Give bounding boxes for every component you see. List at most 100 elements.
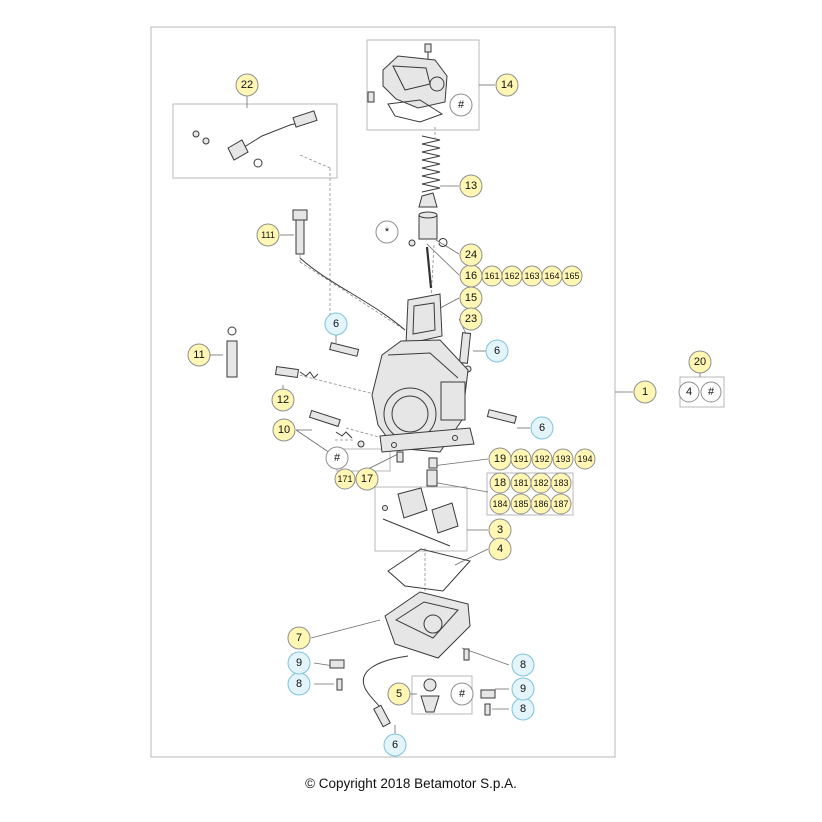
cable-kit-frame — [172, 103, 338, 179]
callout-9-right: 9 — [511, 677, 535, 701]
callout-184: 184 — [489, 493, 511, 515]
svg-text:#: # — [708, 386, 715, 398]
svg-text:185: 185 — [513, 499, 528, 509]
svg-text:20: 20 — [694, 356, 706, 368]
stud-right — [486, 409, 517, 424]
svg-text:187: 187 — [553, 499, 568, 509]
svg-text:3: 3 — [497, 524, 503, 536]
needle-spring — [408, 135, 448, 247]
svg-text:163: 163 — [524, 271, 539, 281]
callout-7: 7 — [287, 626, 311, 650]
callout-194: 194 — [574, 448, 596, 470]
callouts: 1 3 4 5 # 7 10 # 11 12 13 14 # 15 16 161… — [187, 73, 722, 757]
callout-20: 20 — [688, 350, 712, 374]
svg-text:16: 16 — [465, 270, 477, 282]
idle-screw — [458, 332, 472, 373]
callout-186: 186 — [530, 493, 552, 515]
svg-text:17: 17 — [361, 473, 373, 485]
svg-text:184: 184 — [492, 499, 507, 509]
svg-text:186: 186 — [533, 499, 548, 509]
svg-text:161: 161 — [484, 271, 499, 281]
svg-text:171: 171 — [337, 474, 352, 484]
callout-182: 182 — [530, 472, 552, 494]
callout-192: 192 — [531, 448, 553, 470]
callout-12: 12 — [271, 388, 295, 412]
callout-6-bottom: 6 — [383, 733, 407, 757]
copyright-notice: © Copyright 2018 Betamotor S.p.A. — [0, 775, 822, 793]
svg-text:162: 162 — [504, 271, 519, 281]
svg-text:165: 165 — [564, 271, 579, 281]
svg-text:18: 18 — [494, 477, 506, 489]
callout-8-right-bottom: 8 — [511, 697, 535, 721]
svg-text:181: 181 — [513, 478, 528, 488]
svg-text:7: 7 — [296, 632, 302, 644]
svg-text:22: 22 — [241, 79, 253, 91]
callout-15: 15 — [459, 286, 483, 310]
callout-20-4: 4 — [678, 381, 700, 403]
callout-9-left: 9 — [287, 651, 311, 675]
svg-text:19: 19 — [494, 453, 506, 465]
bowl-screw-right-bottom — [484, 703, 491, 716]
callout-171: 171 — [334, 468, 356, 490]
svg-text:23: 23 — [465, 313, 477, 325]
callout-187: 187 — [550, 493, 572, 515]
svg-text:11: 11 — [193, 349, 204, 361]
callout-4: 4 — [488, 537, 512, 561]
bowl-clip-right — [480, 689, 496, 699]
jet-needle — [425, 246, 433, 289]
svg-text:15: 15 — [465, 292, 477, 304]
svg-text:12: 12 — [277, 394, 289, 406]
svg-text:24: 24 — [465, 249, 477, 261]
svg-text:9: 9 — [520, 683, 526, 695]
callout-16: 16 — [459, 264, 483, 288]
bowl-screw-left — [336, 678, 343, 691]
callout-star: * — [375, 220, 399, 244]
throttle-cable — [192, 110, 318, 168]
svg-text:#: # — [459, 688, 466, 700]
main-jet-parts — [396, 451, 438, 487]
callout-18: 18 — [489, 472, 511, 494]
svg-text:182: 182 — [533, 478, 548, 488]
float-valve — [420, 678, 440, 713]
callout-6-mid-right: 6 — [530, 416, 554, 440]
svg-text:#: # — [458, 99, 465, 111]
callout-13: 13 — [459, 174, 483, 198]
svg-text:193: 193 — [555, 454, 570, 464]
svg-text:191: 191 — [513, 454, 528, 464]
float-bowl-gasket — [387, 548, 471, 592]
callout-14-hash: # — [449, 93, 473, 117]
svg-text:6: 6 — [392, 739, 398, 751]
callout-23: 23 — [459, 307, 483, 331]
svg-text:183: 183 — [553, 478, 568, 488]
callout-24: 24 — [459, 243, 483, 267]
float-bowl — [384, 591, 471, 659]
main-jet-kit-frame — [486, 472, 574, 516]
carburetor-body — [371, 339, 475, 453]
leak-kit-frame — [374, 486, 468, 552]
svg-text:111: 111 — [261, 230, 275, 240]
float-kit — [382, 487, 459, 547]
svg-text:4: 4 — [497, 543, 503, 555]
callout-193: 193 — [552, 448, 574, 470]
callout-5-hash: # — [450, 682, 474, 706]
svg-text:9: 9 — [296, 657, 302, 669]
callout-191: 191 — [510, 448, 532, 470]
callout-165: 165 — [561, 265, 583, 287]
cable-adjuster — [292, 209, 406, 331]
callout-6-upper-right: 6 — [485, 339, 509, 363]
callout-5: 5 — [387, 682, 411, 706]
callout-17: 17 — [355, 467, 379, 491]
callout-10-hash: # — [325, 446, 349, 470]
svg-text:14: 14 — [501, 79, 513, 91]
callout-6-upper-left: 6 — [324, 312, 348, 336]
svg-text:8: 8 — [520, 703, 526, 715]
svg-text:194: 194 — [577, 454, 592, 464]
svg-text:164: 164 — [544, 271, 559, 281]
stud-left — [329, 342, 360, 357]
bowl-screw-right-top — [463, 648, 470, 661]
drain-hose-end — [373, 704, 391, 728]
svg-text:192: 192 — [534, 454, 549, 464]
callout-8-right-top: 8 — [511, 653, 535, 677]
callout-20-hash: # — [700, 381, 722, 403]
